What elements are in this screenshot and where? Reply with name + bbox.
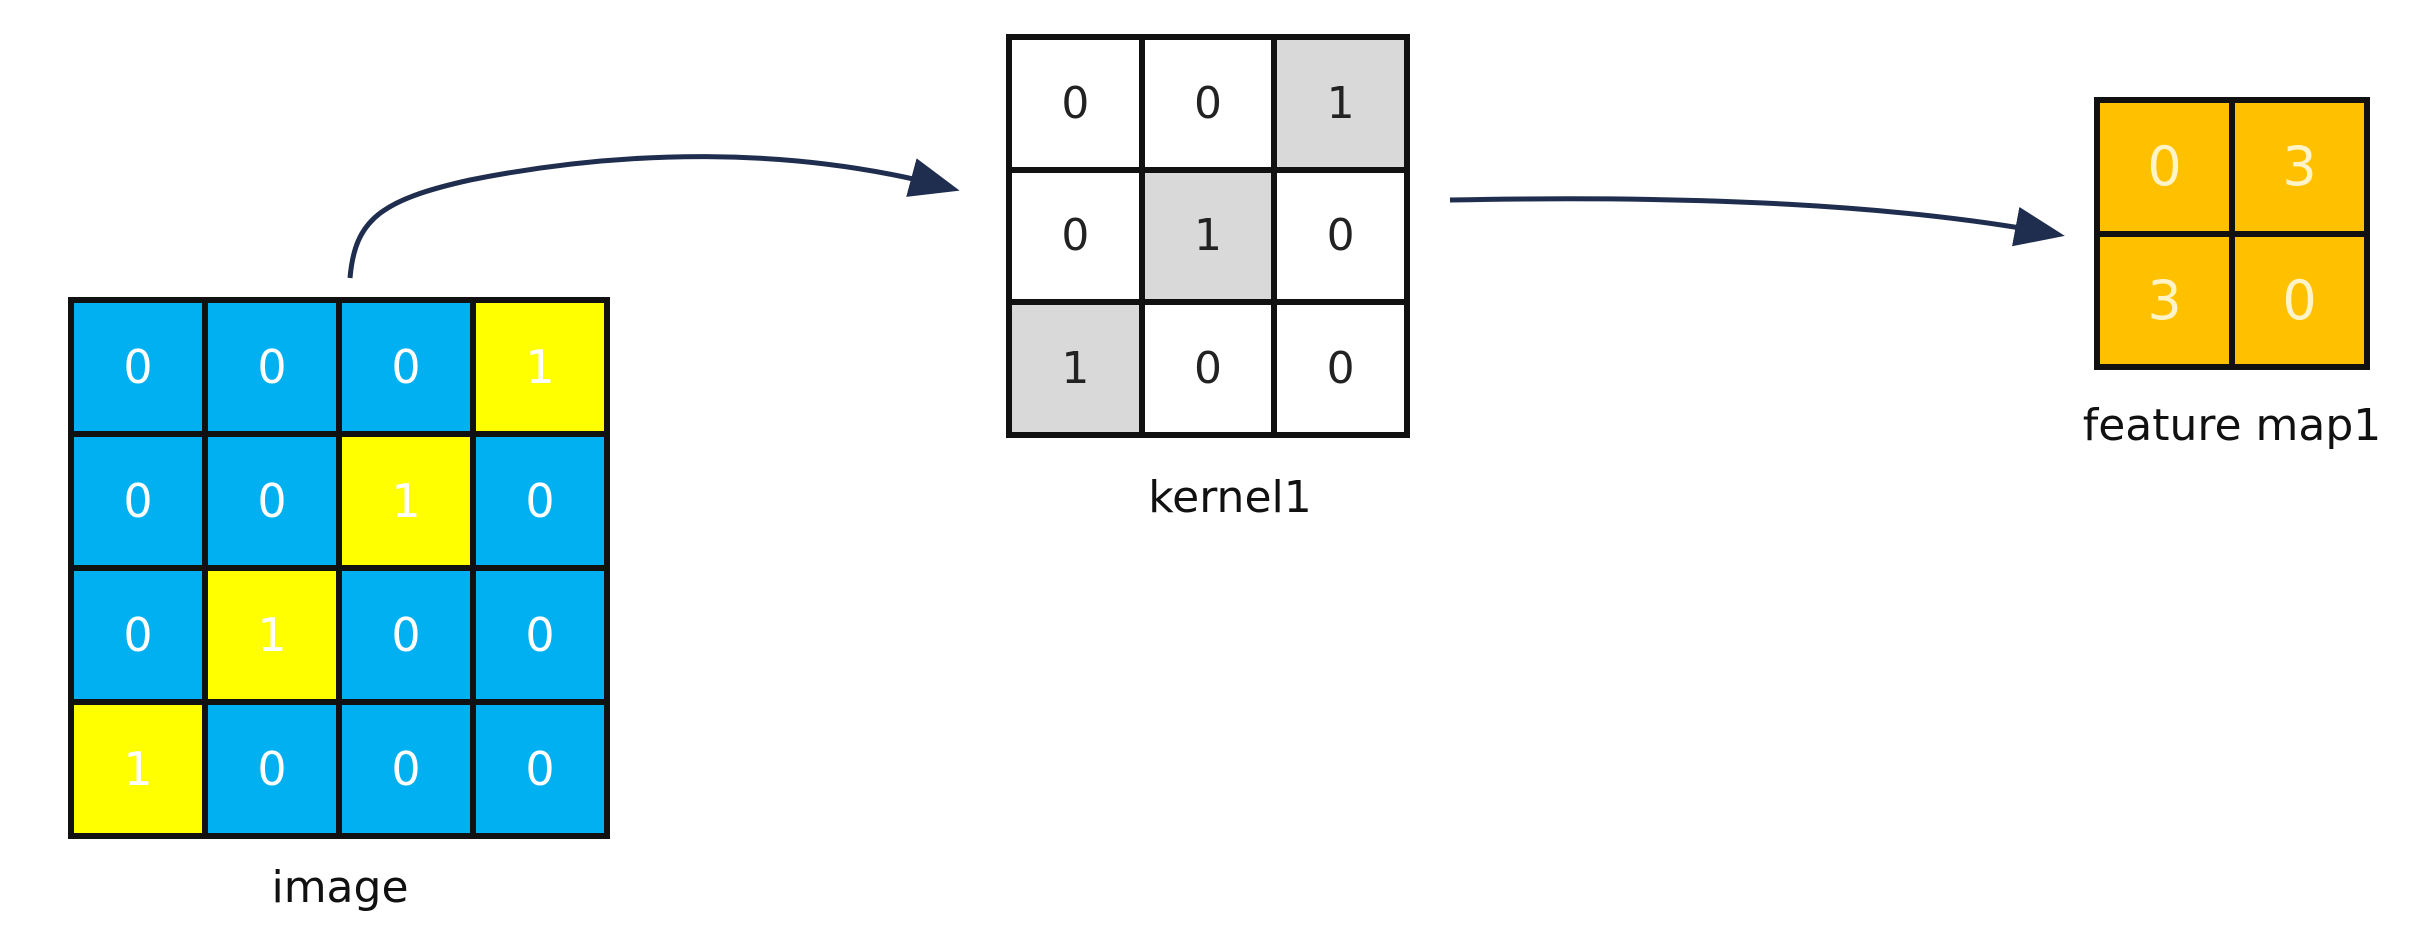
kernel-cell-r1-c0: 0	[1012, 172, 1139, 300]
feature-map-cell-r0-c1: 3	[2235, 103, 2364, 231]
feature-map-cell-r1-c1: 0	[2235, 236, 2364, 364]
image-cell-r0-c2: 0	[342, 303, 470, 431]
image-label: image	[271, 862, 409, 913]
image-cell-r3-c3: 0	[476, 705, 604, 833]
kernel-cell-r2-c1: 0	[1144, 305, 1272, 432]
image-cell-r0-c0: 0	[74, 303, 202, 431]
kernel-cell-r0-c0: 0	[1012, 40, 1139, 167]
kernel-cell-r2-c0: 1	[1012, 305, 1139, 432]
image-cell-r1-c2: 1	[342, 437, 470, 565]
image-cell-r3-c0: 1	[74, 705, 202, 833]
kernel-label: kernel1	[1148, 472, 1312, 523]
image-cell-r0-c3: 1	[476, 303, 604, 431]
feature-map-label: feature map1	[2082, 400, 2382, 451]
image-cell-r2-c3: 0	[476, 571, 604, 699]
kernel-cell-r1-c1: 1	[1144, 172, 1272, 300]
image-cell-r1-c0: 0	[74, 437, 202, 565]
image-cell-r1-c3: 0	[476, 437, 604, 565]
kernel-cell-r0-c2: 1	[1277, 40, 1404, 167]
kernel-cell-r1-c2: 0	[1277, 172, 1404, 300]
image-cell-r3-c2: 0	[342, 705, 470, 833]
image-cell-r2-c2: 0	[342, 571, 470, 699]
image-cell-r1-c1: 0	[208, 437, 336, 565]
kernel-cell-r2-c2: 0	[1277, 305, 1404, 432]
feature-map-cell-r0-c0: 0	[2100, 103, 2229, 231]
kernel-to-feature-map-arrow	[1449, 196, 2065, 247]
feature-map-cell-r1-c0: 3	[2100, 236, 2229, 364]
kernel-cell-r0-c1: 0	[1144, 40, 1272, 167]
image-cell-r3-c1: 0	[208, 705, 336, 833]
image-cell-r0-c1: 0	[208, 303, 336, 431]
image-to-kernel-arrow	[347, 154, 960, 279]
image-cell-r2-c1: 1	[208, 571, 336, 699]
image-cell-r2-c0: 0	[74, 571, 202, 699]
